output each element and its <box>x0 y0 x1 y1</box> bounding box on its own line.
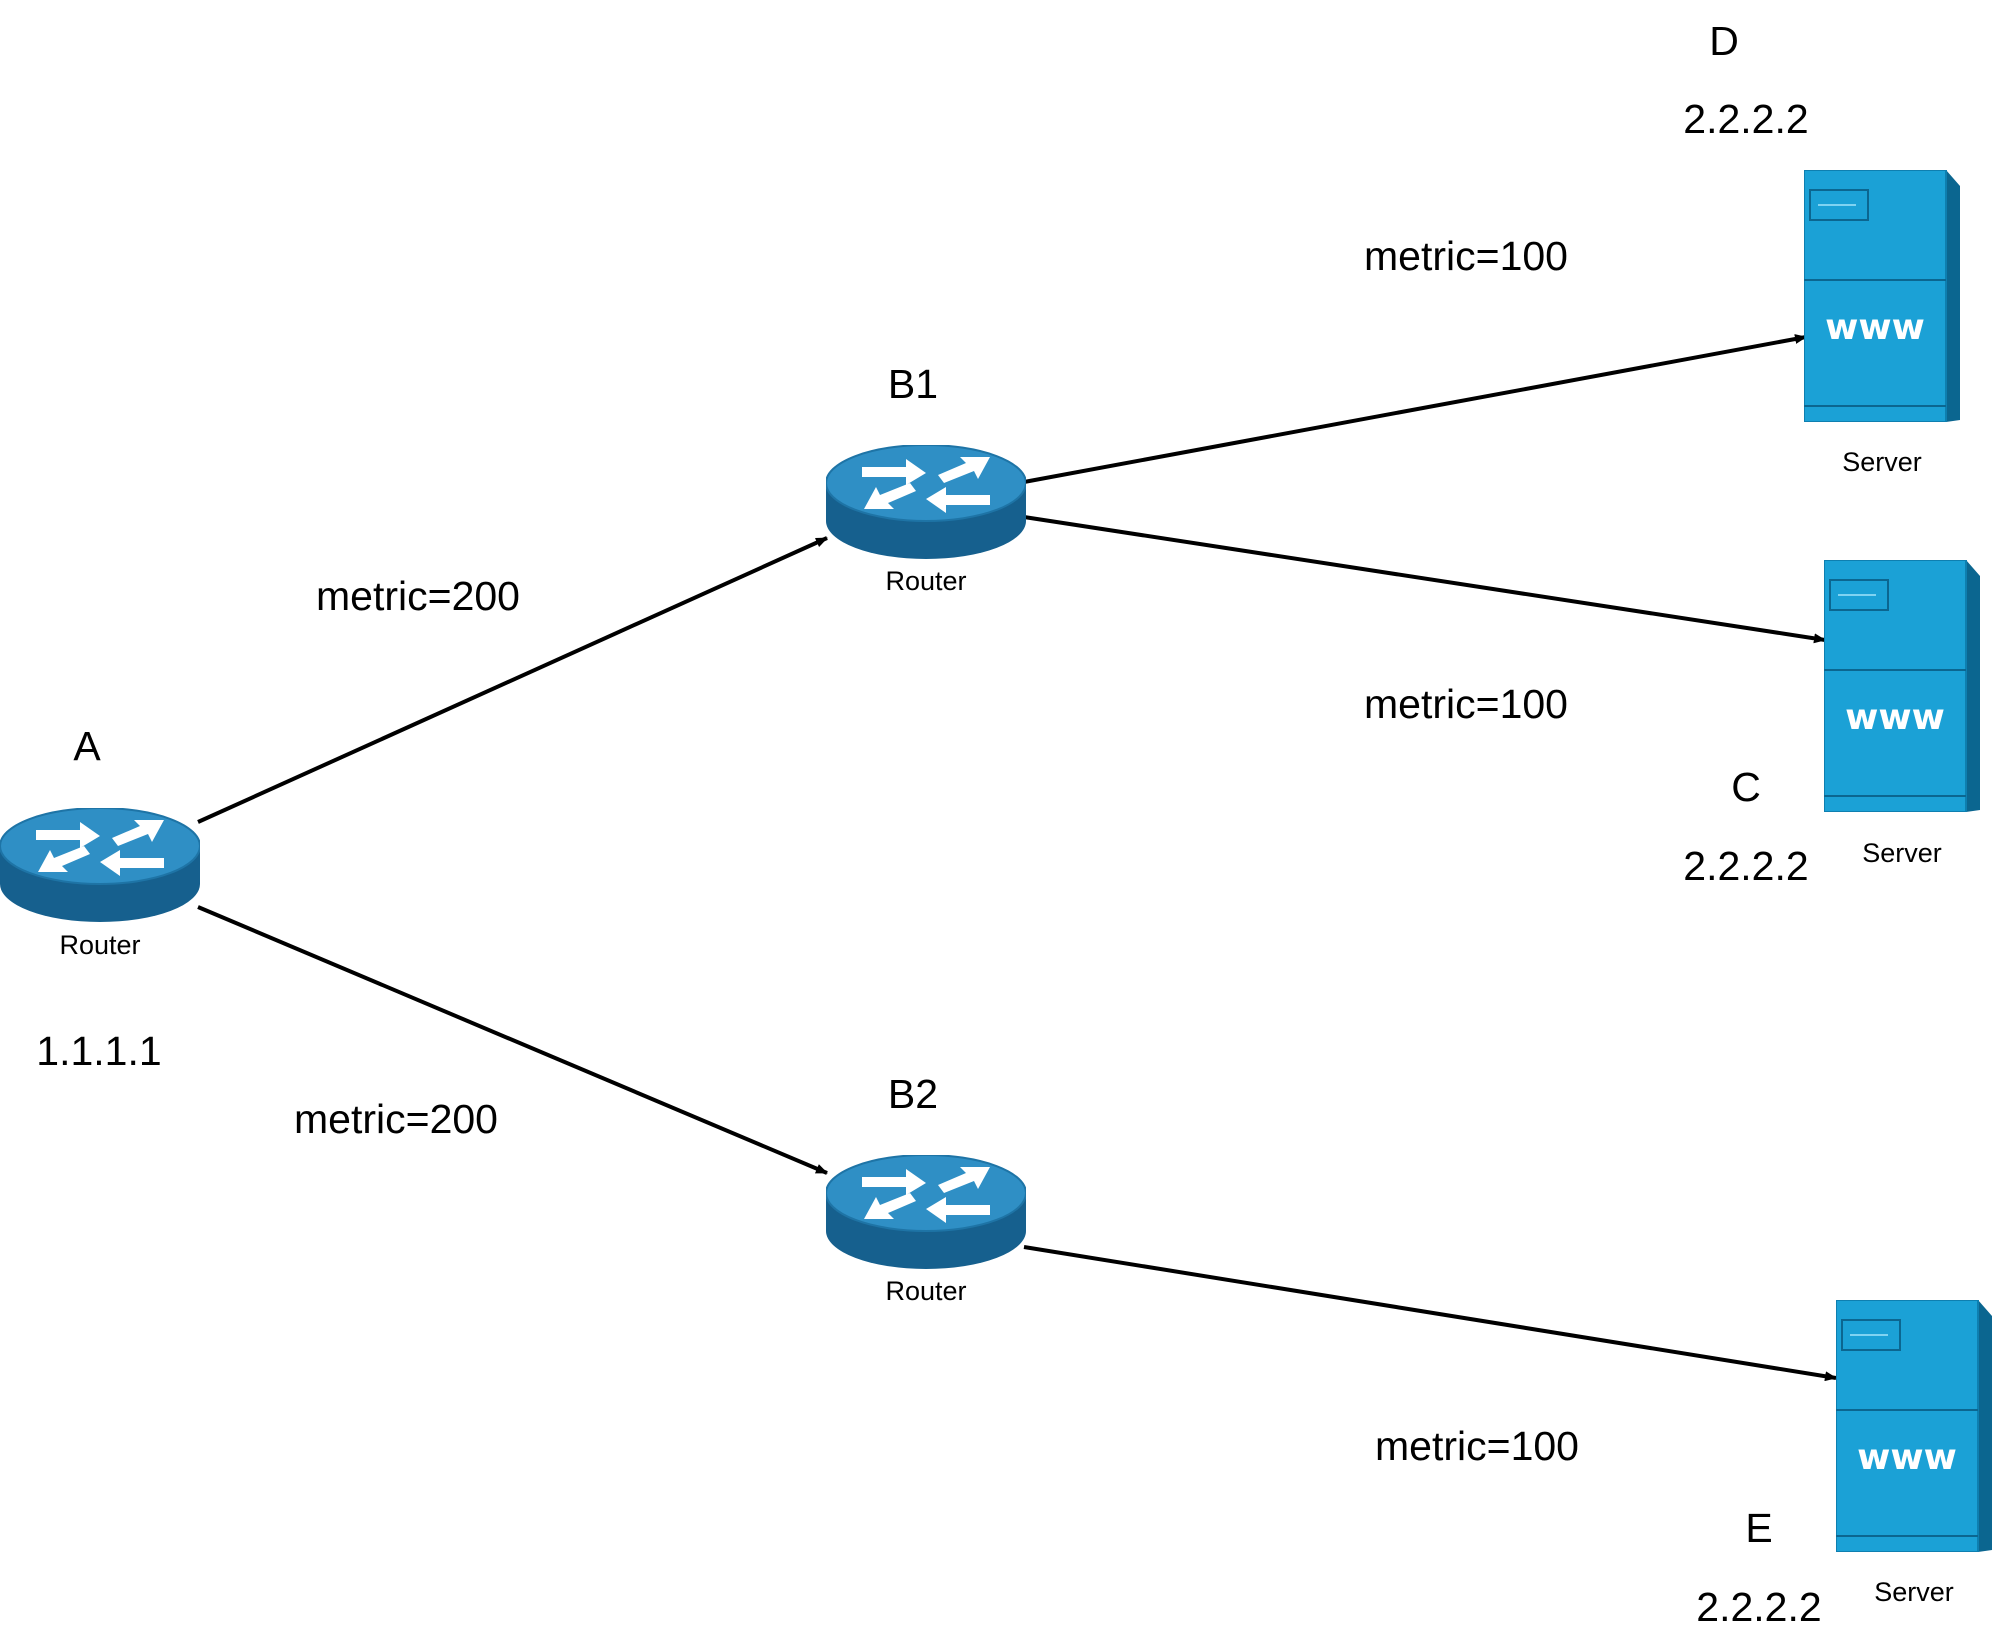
server-icon <box>1804 170 1960 422</box>
edge-a-b2 <box>197 905 828 1175</box>
server-d-name: D <box>1709 18 1739 64</box>
edges <box>197 334 1837 1382</box>
router-b2[interactable]: B2 Router <box>826 1071 1026 1306</box>
edge-label-b1-d: metric=100 <box>1364 233 1568 279</box>
edge-b1-c <box>1023 515 1826 644</box>
server-c-badge: www <box>1845 697 1945 738</box>
server-c[interactable]: www C Server 2.2.2.2 <box>1683 560 1980 889</box>
server-d[interactable]: D 2.2.2.2 www Server <box>1683 18 1960 477</box>
router-icon <box>826 445 1026 559</box>
server-e[interactable]: www E Server 2.2.2.2 <box>1696 1300 1992 1630</box>
server-e-ip: 2.2.2.2 <box>1696 1584 1821 1630</box>
server-icon <box>1824 560 1980 812</box>
edge-label-b2-e: metric=100 <box>1375 1423 1579 1469</box>
server-d-ip: 2.2.2.2 <box>1683 96 1808 142</box>
edge-label-a-b2: metric=200 <box>294 1096 498 1142</box>
server-c-type-label: Server <box>1862 838 1942 868</box>
server-c-ip: 2.2.2.2 <box>1683 843 1808 889</box>
router-b2-type-label: Router <box>885 1276 966 1306</box>
router-a[interactable]: A Router 1.1.1.1 <box>0 723 200 1074</box>
router-icon <box>0 808 200 922</box>
router-a-type-label: Router <box>59 930 140 960</box>
server-d-type-label: Server <box>1842 447 1922 477</box>
server-e-type-label: Server <box>1874 1577 1954 1607</box>
server-d-badge: www <box>1825 307 1925 348</box>
server-e-badge: www <box>1857 1437 1957 1478</box>
router-a-name: A <box>73 723 101 769</box>
router-b1[interactable]: B1 Router <box>826 361 1026 596</box>
router-b1-type-label: Router <box>885 566 966 596</box>
edge-b1-d <box>1023 334 1807 484</box>
server-icon <box>1836 1300 1992 1552</box>
server-c-name: C <box>1731 764 1761 810</box>
edge-label-a-b1: metric=200 <box>316 573 520 619</box>
edge-label-b1-c: metric=100 <box>1364 681 1568 727</box>
edge-b2-e <box>1023 1245 1837 1382</box>
router-icon <box>826 1155 1026 1269</box>
edge-a-b1 <box>197 536 828 824</box>
edge-labels: metric=200 metric=200 metric=100 metric=… <box>294 233 1579 1469</box>
router-b2-name: B2 <box>888 1071 938 1117</box>
router-a-ip: 1.1.1.1 <box>36 1028 161 1074</box>
server-e-name: E <box>1745 1505 1772 1551</box>
router-b1-name: B1 <box>888 361 938 407</box>
